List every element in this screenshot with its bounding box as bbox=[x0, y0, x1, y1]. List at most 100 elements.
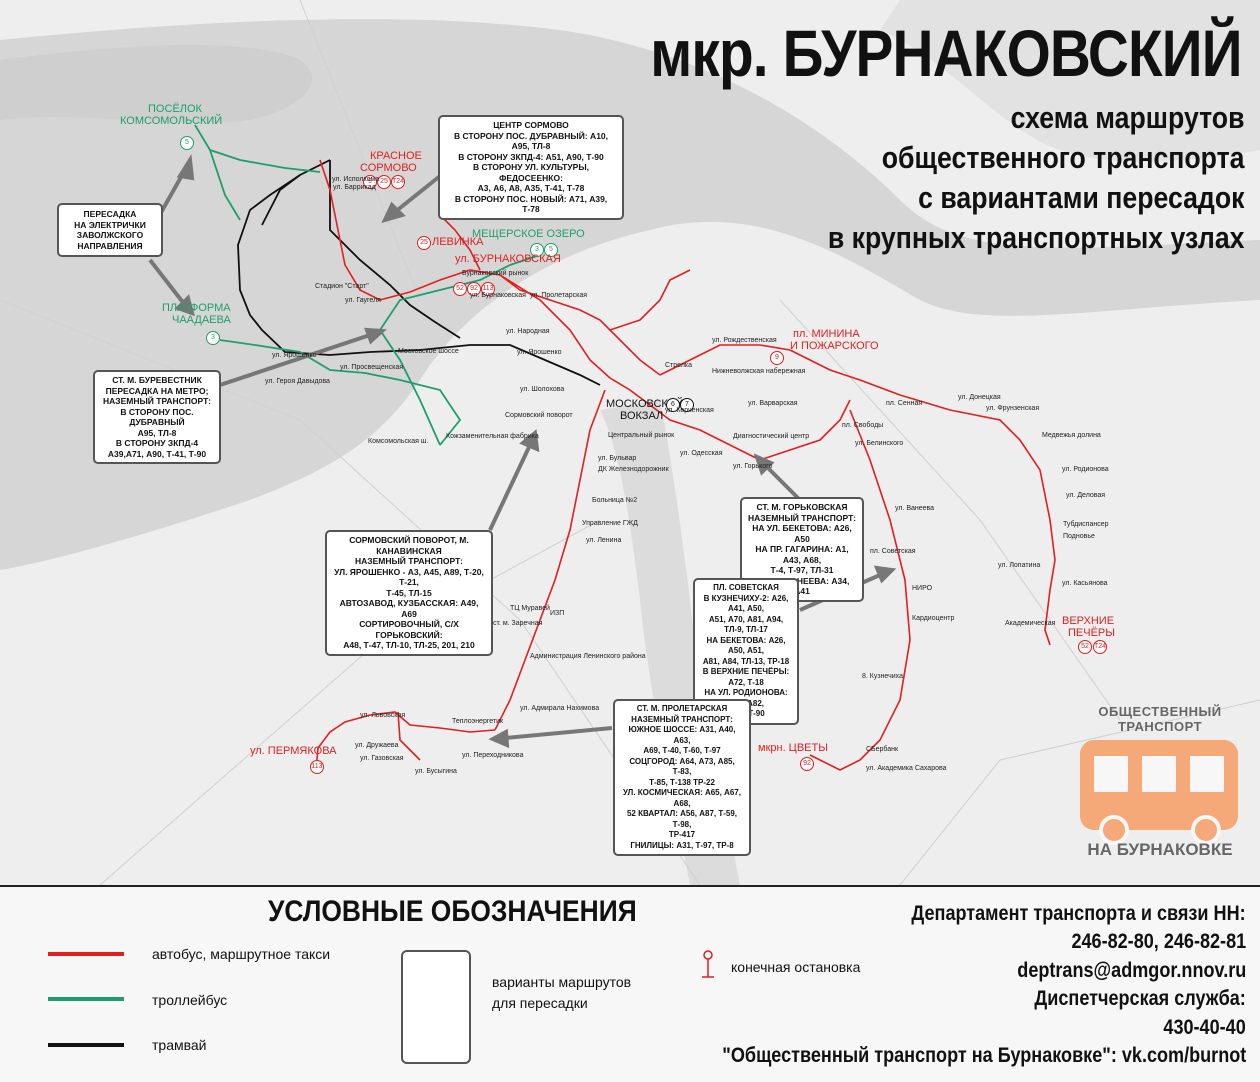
street-label: НИРО bbox=[912, 585, 933, 592]
street-label: ул. Просвещенская bbox=[340, 364, 404, 371]
callout-proletarskaya: СТ. М. ПРОЛЕТАРСКАЯ НАЗЕМНЫЙ ТРАНСПОРТ: … bbox=[613, 699, 751, 856]
callout-line: НА УЛ. БЕКЕТОВА: А26, А50 bbox=[752, 523, 852, 544]
street-label: Центральный рынок bbox=[608, 432, 675, 439]
callout-line: ЗАВОЛЖСКОГО bbox=[76, 230, 144, 240]
route-badge: 6 bbox=[666, 398, 680, 412]
terminal-label: ПОСЁЛОК bbox=[148, 103, 202, 115]
terminal-burnakovskaya[interactable]: ул. БУРНАКОВСКАЯ bbox=[455, 253, 561, 265]
callout-line: НА БЕКЕТОВА: А26, А50, А51, bbox=[706, 635, 786, 656]
callout-line: СТ. М. ГОРЬКОВСКАЯ bbox=[756, 502, 848, 512]
legend-line: варианты маршрутов bbox=[492, 974, 632, 990]
callout-line: НАЗЕМНЫЙ ТРАНСПОРТ: bbox=[102, 396, 211, 406]
street-label: Сормовский поворот bbox=[505, 412, 573, 419]
callout-kanavinskaya: СОРМОВСКИЙ ПОВОРОТ, М. КАНАВИНСКАЯ НАЗЕМ… bbox=[325, 530, 493, 656]
street-label: ул. Рождественская bbox=[712, 337, 777, 344]
callout-line: ТР-417 bbox=[668, 830, 696, 839]
transfer-legend-label: варианты маршрутов для пересадки bbox=[492, 972, 631, 1014]
subtitle-line: в крупных транспортных узлах bbox=[827, 220, 1244, 255]
street-label: ул. Львовская bbox=[360, 712, 406, 719]
route-badge: 3 bbox=[530, 243, 544, 257]
street-label: ст. м. Заречная bbox=[493, 620, 543, 627]
callout-line: УЛ. ЯРОШЕНКО - А3, А45, А89, Т-20, Т-21, bbox=[334, 566, 484, 588]
street-label: ул. Шолохова bbox=[520, 386, 565, 393]
street-label: ул. Пролетарская bbox=[530, 292, 588, 299]
street-label: ИЗП bbox=[550, 610, 565, 617]
route-badge: 113 bbox=[481, 282, 495, 296]
street-label: ул. Газовская bbox=[360, 755, 404, 762]
street-label: Кожзаменительная фабрика bbox=[446, 433, 539, 440]
callout-line: В СТОРОНУ ЗКПД-4 bbox=[115, 438, 199, 448]
dept-label: Департамент транспорта и связи НН: bbox=[911, 902, 1246, 925]
route-badge: 25 bbox=[417, 236, 431, 250]
terminal-label: ВЕРХНИЕ bbox=[1062, 615, 1115, 627]
callout-line: ПЕРЕСАДКА bbox=[83, 209, 137, 219]
route-map[interactable]: мкр. БУРНАКОВСКИЙ схема маршрутов общест… bbox=[0, 0, 1260, 885]
terminal-label: ПЛАТФОРМА bbox=[162, 302, 231, 314]
dept-email[interactable]: deptrans@admgor.nnov.ru bbox=[1016, 959, 1246, 982]
callout-line: В СТОРОНУ ПОС. ДУБРАВНЫЙ: А10, А95, ТЛ-8 bbox=[453, 130, 609, 152]
terminal-label: КРАСНОЕ bbox=[370, 150, 422, 162]
terminal-verhnie[interactable]: ВЕРХНИЕ ПЕЧЁРЫ bbox=[1062, 615, 1115, 639]
terminal-label: СОРМОВО bbox=[360, 162, 417, 174]
trolleybus-legend-label: троллейбус bbox=[152, 992, 228, 1008]
street-label: ул. Ванеева bbox=[895, 505, 935, 512]
terminal-levinka[interactable]: ЛЕВИНКА bbox=[432, 236, 484, 248]
street-label: ул. Ленина bbox=[586, 537, 622, 544]
callout-line: ПЕРЕСАДКА НА МЕТРО; bbox=[105, 385, 209, 396]
terminal-stop-icon bbox=[702, 950, 714, 978]
community-link[interactable]: "Общественный транспорт на Бурнаковке": … bbox=[722, 1044, 1246, 1067]
street-label: Стадион "Старт" bbox=[315, 283, 369, 290]
callout-line: А95, ТЛ-8 bbox=[137, 427, 177, 438]
street-label: Администрация Ленинского района bbox=[530, 653, 646, 660]
terminal-label: И ПОЖАРСКОГО bbox=[790, 340, 879, 352]
terminal-moskovsky[interactable]: МОСКОВСКИЙ ВОКЗАЛ bbox=[606, 398, 684, 422]
terminal-krasnoe-sormovo[interactable]: КРАСНОЕ СОРМОВО bbox=[360, 150, 422, 174]
street-label: ул. Бульвар bbox=[598, 455, 637, 462]
subtitle: схема маршрутов общественного транспорта… bbox=[827, 98, 1244, 258]
terminal-cvety[interactable]: мкрн. ЦВЕТЫ bbox=[758, 742, 828, 754]
terminal-label: МОСКОВСКИЙ bbox=[606, 398, 684, 410]
callout-sormovo: ЦЕНТР СОРМОВО В СТОРОНУ ПОС. ДУБРАВНЫЙ: … bbox=[438, 115, 624, 220]
terminal-minina[interactable]: пл. МИНИНА И ПОЖАРСКОГО bbox=[790, 328, 879, 352]
street-label: Московское шоссе bbox=[398, 348, 459, 355]
street-label: ул. Деловая bbox=[1066, 492, 1106, 499]
legend-title: УСЛОВНЫЕ ОБОЗНАЧЕНИЯ bbox=[268, 895, 637, 928]
street-label: ул. Дружаева bbox=[355, 742, 399, 749]
terminal-permyakova[interactable]: ул. ПЕРМЯКОВА bbox=[250, 745, 337, 757]
callout-line: СОРТИРОВОЧНЫЙ, С/Х ГОРЬКОВСКИЙ: bbox=[359, 619, 459, 640]
street-label: ул. Ярошенко bbox=[517, 349, 562, 356]
route-badge: 92 bbox=[800, 757, 814, 771]
route-badge: Т24 bbox=[391, 175, 405, 189]
callout-line: В СТОРОНУ ЗКПД-4: А51, А90, Т-90 bbox=[458, 151, 604, 162]
street-label: Подновье bbox=[1063, 533, 1095, 540]
street-label: Нижневолжская набережная bbox=[712, 368, 806, 375]
callout-line: НА ПР. ГАГАРИНА: А1, А43, А68, bbox=[755, 544, 849, 565]
street-label: ул. Бусыгина bbox=[415, 768, 457, 775]
terminal-chaadaeva[interactable]: ПЛАТФОРМА ЧААДАЕВА bbox=[162, 302, 231, 326]
callout-line: А39,А71, А90, Т-41, Т-90 bbox=[107, 448, 207, 459]
callout-line: НАЗЕМНЫЙ ТРАНСПОРТ: bbox=[631, 714, 733, 724]
street-label: ул. Горького bbox=[733, 463, 773, 470]
street-label: ул. Академика Сахарова bbox=[866, 765, 947, 772]
terminal-mesherskoe[interactable]: МЕЩЕРСКОЕ ОЗЕРО bbox=[472, 228, 585, 240]
callout-burevestnik: СТ. М. БУРЕВЕСТНИК ПЕРЕСАДКА НА МЕТРО; Н… bbox=[93, 370, 221, 464]
route-badge: 5 bbox=[544, 243, 558, 257]
callout-line: ЮЖНОЕ ШОССЕ: А31, А40, А63, bbox=[628, 725, 736, 745]
callout-line: ЦЕНТР СОРМОВО bbox=[493, 120, 569, 130]
street-label: 8. Кузнечиха bbox=[862, 673, 903, 680]
terminal-label: КОМСОМОЛЬСКИЙ bbox=[120, 115, 223, 127]
legend-line: для пересадки bbox=[492, 995, 588, 1011]
terminal-komsomolsky[interactable]: ПОСЁЛОК КОМСОМОЛЬСКИЙ bbox=[120, 103, 222, 127]
logo-caption: НА БУРНАКОВКЕ bbox=[1087, 840, 1233, 859]
route-badge: 5 bbox=[180, 136, 194, 150]
callout-line: А51, А70, А81, А94, ТЛ-9, ТЛ-17 bbox=[708, 614, 784, 635]
street-label: ул. Варварская bbox=[748, 400, 798, 407]
dept-phones: 246-82-80, 246-82-81 bbox=[1071, 930, 1246, 953]
subtitle-line: с вариантами пересадок bbox=[917, 180, 1244, 215]
street-label: ул. Касьянова bbox=[1062, 580, 1108, 587]
callout-line: Т-4, Т-97, ТЛ-31 bbox=[770, 565, 834, 575]
street-label: ул. Народная bbox=[506, 328, 550, 335]
route-badge: 9 bbox=[770, 351, 784, 365]
